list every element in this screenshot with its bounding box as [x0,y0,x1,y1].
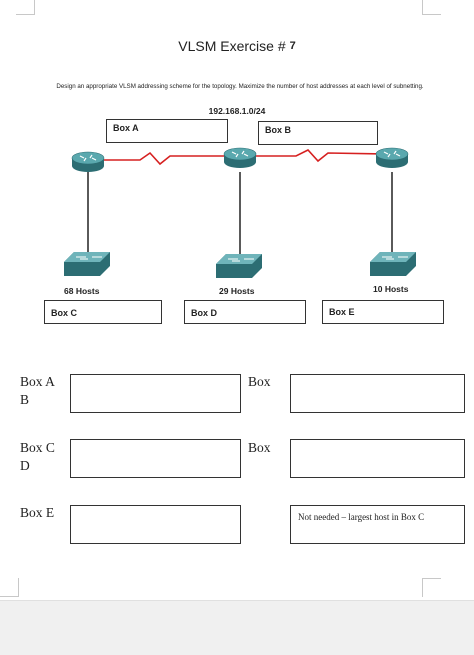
answer-field-box-d[interactable] [290,439,465,478]
crop-mark-bottom-right [422,578,441,597]
answer-label-box-d: Box [248,440,271,455]
hosts-label-left: 68 Hosts [64,286,100,296]
instructions: Design an appropriate VLSM addressing sc… [56,83,424,90]
switch-right-icon [370,252,416,276]
crop-mark-top-left [16,0,35,15]
topology-box-b: Box B [258,121,378,145]
answer-field-box-c[interactable] [70,439,241,478]
topology-box-d: Box D [184,300,306,324]
answer-label-box-e: Box E [20,505,55,520]
topology-diagram [64,147,416,278]
router-right-icon [375,147,409,168]
answer-label-box-b: Box [248,374,271,389]
title-text: VLSM Exercise # [178,38,286,54]
hosts-label-middle: 29 Hosts [219,286,255,296]
answer-field-box-e[interactable] [70,505,241,544]
answer-field-box-a[interactable] [70,374,241,413]
answer-field-box-b[interactable] [290,374,465,413]
crop-mark-top-right [422,0,441,15]
network-address: 192.168.1.0/24 [208,106,266,116]
topology-box-c: Box C [44,300,162,324]
page-title: VLSM Exercise #7 [0,38,474,54]
switch-middle-icon [216,254,262,278]
answer-note: Not needed – largest host in Box C [290,505,465,544]
topology-box-a: Box A [106,119,228,143]
crop-mark-bottom-left [0,578,19,597]
topology-box-e: Box E [322,300,444,324]
answer-label-box-a: Box A B [20,374,55,407]
serial-link-a [88,151,232,166]
router-middle-icon [223,147,257,168]
exercise-number: 7 [289,40,296,52]
switch-left-icon [64,252,110,276]
page-gap [0,600,474,655]
hosts-label-right: 10 Hosts [373,284,409,294]
answer-label-box-c: Box C D [20,440,55,473]
serial-link-b [244,149,389,163]
router-left-icon [71,151,105,172]
